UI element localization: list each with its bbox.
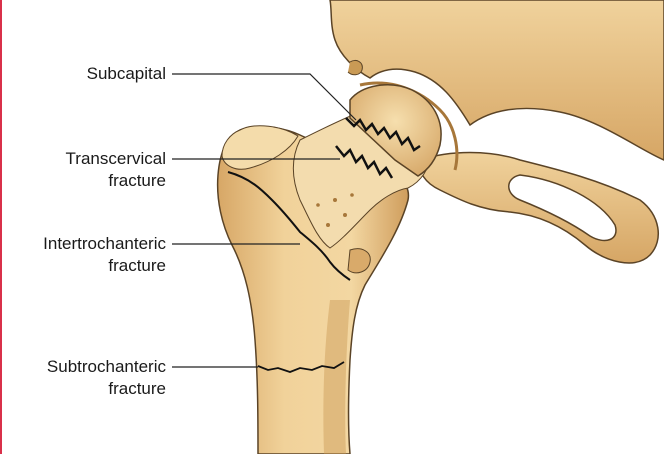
label-transcervical-line2: fracture xyxy=(66,170,166,192)
label-subtrochanteric-line2: fracture xyxy=(47,378,166,400)
label-subcapital-line1: Subcapital xyxy=(87,63,166,85)
label-transcervical-fracture: Transcervical fracture xyxy=(66,148,166,192)
label-subtrochanteric-fracture: Subtrochanteric fracture xyxy=(47,356,166,400)
label-transcervical-line1: Transcervical xyxy=(66,148,166,170)
trabecula-dot xyxy=(343,213,347,217)
trabecula-dot xyxy=(333,198,337,202)
label-subtrochanteric-line1: Subtrochanteric xyxy=(47,356,166,378)
label-subcapital: Subcapital xyxy=(87,63,166,85)
trabecula-dot xyxy=(350,193,354,197)
trabecula-dot xyxy=(316,203,320,207)
label-intertrochanteric-line1: Intertrochanteric xyxy=(43,233,166,255)
trabecula-dot xyxy=(326,223,330,227)
label-intertrochanteric-fracture: Intertrochanteric fracture xyxy=(43,233,166,277)
ilium-notch xyxy=(348,60,362,74)
label-intertrochanteric-line2: fracture xyxy=(43,255,166,277)
leader-subcapital xyxy=(172,74,356,120)
